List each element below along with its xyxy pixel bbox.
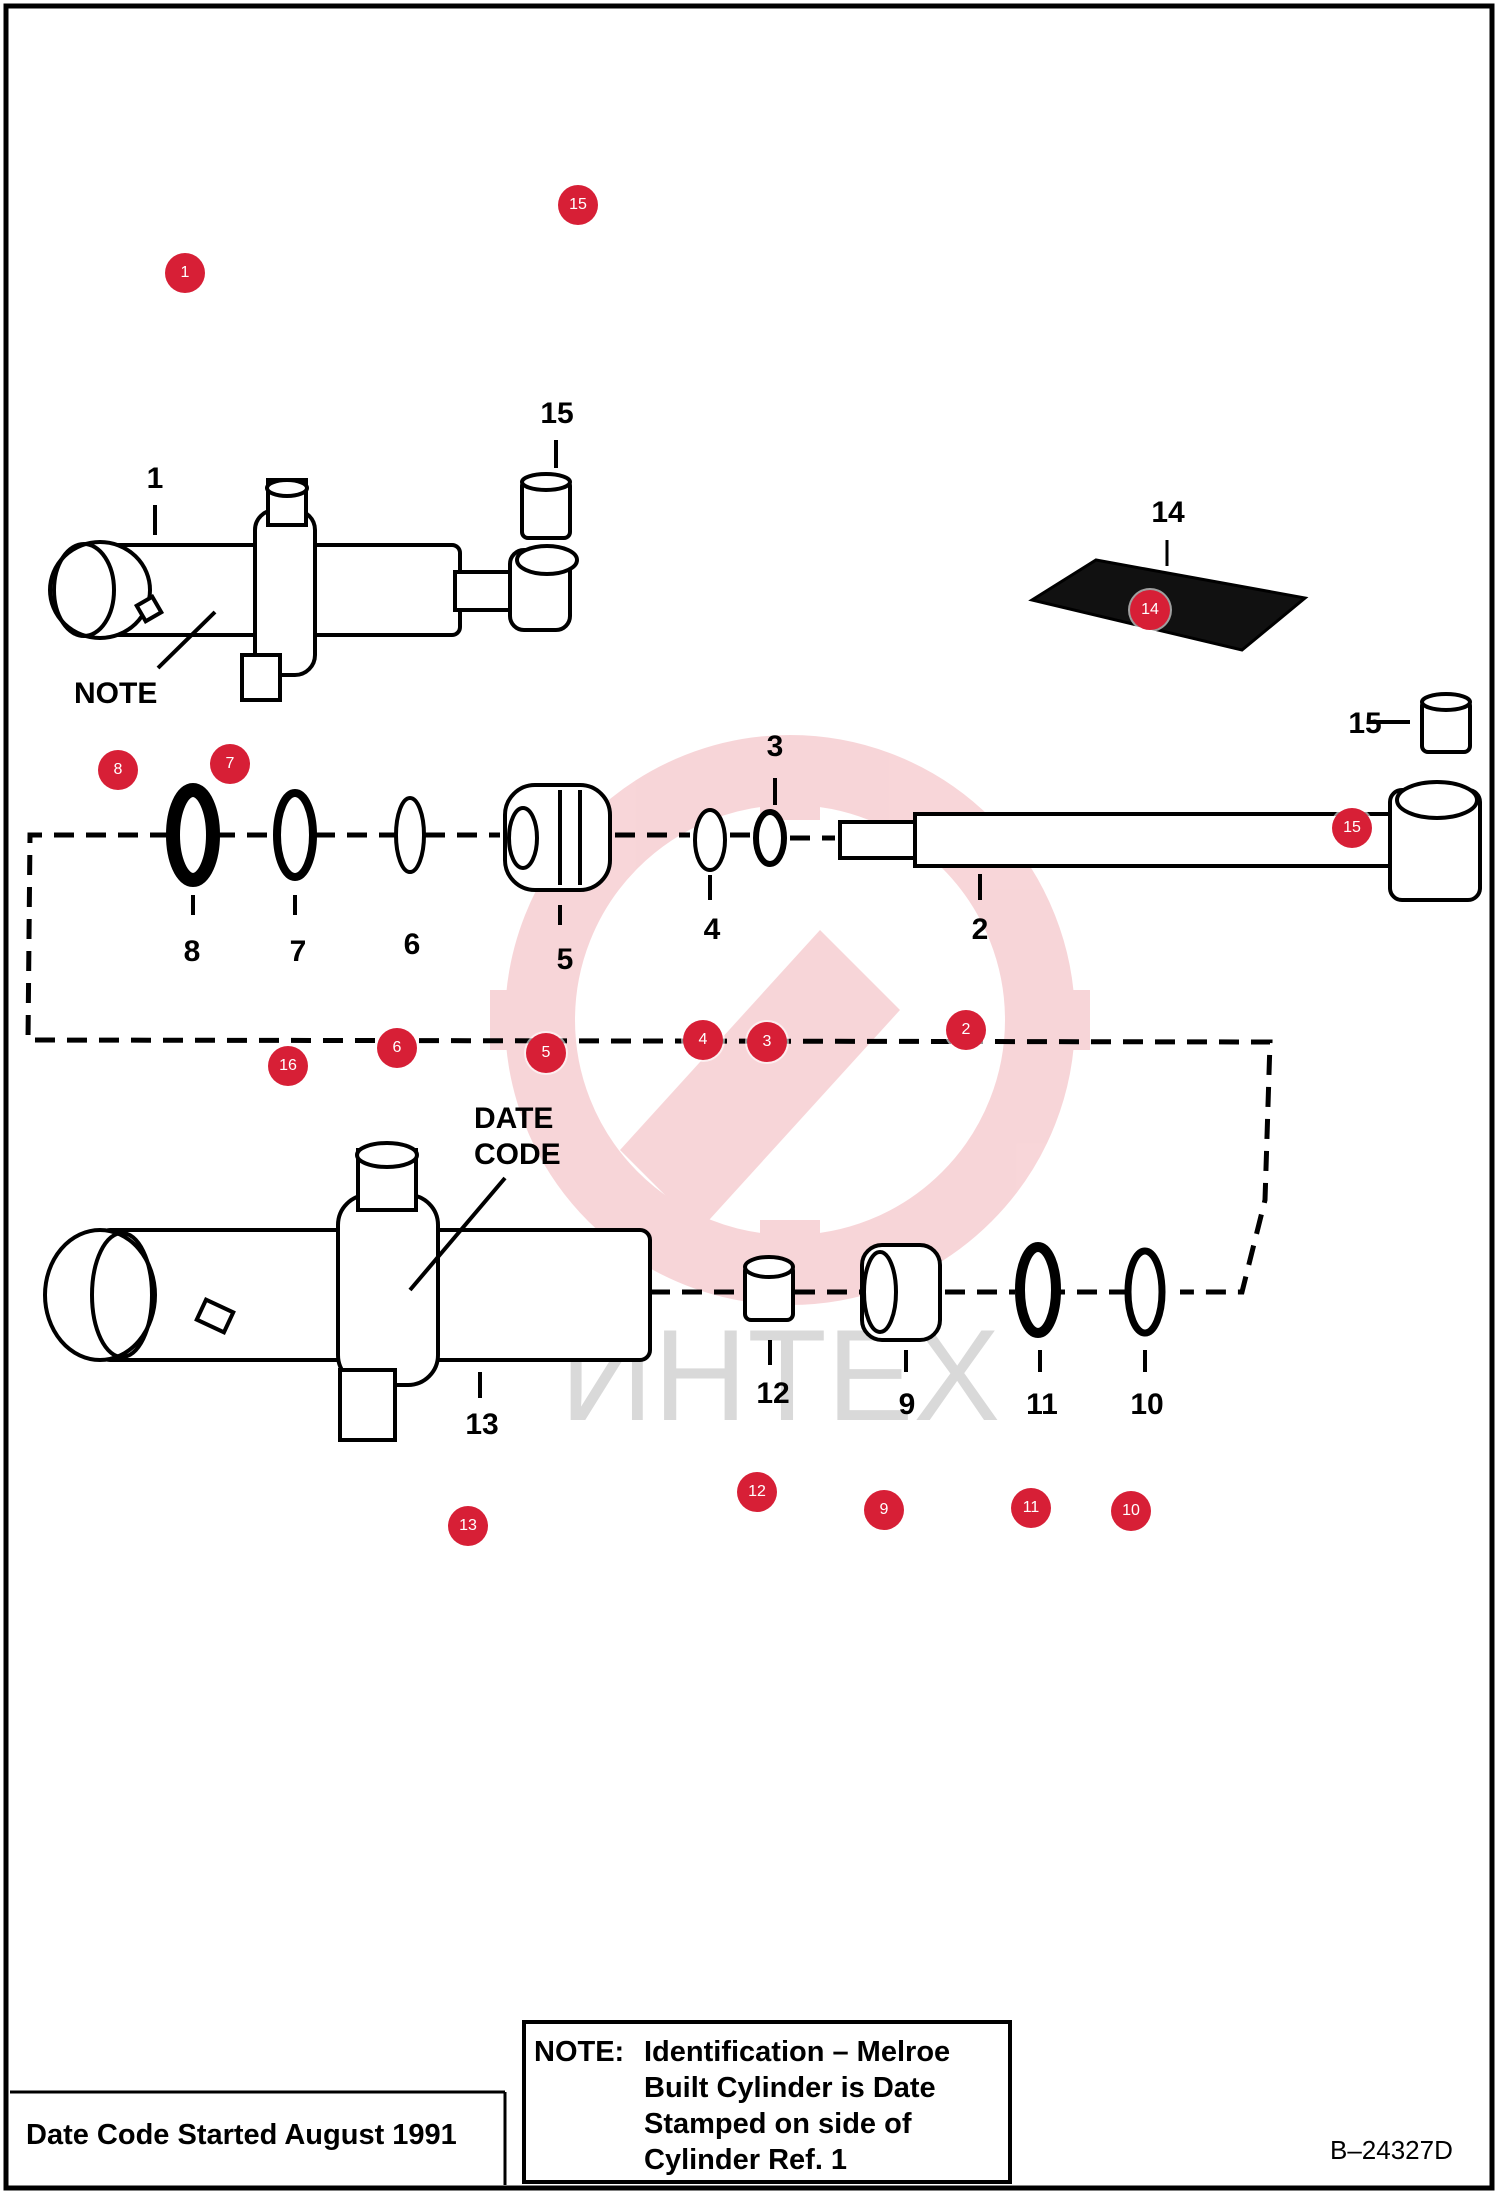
date-code-label: CODE xyxy=(474,1138,561,1171)
part-number-label: 3 xyxy=(766,730,784,763)
bushing-upper xyxy=(153,440,572,540)
hotspot-2[interactable]: 2 xyxy=(946,1010,986,1050)
note-line: Identification – Melroe xyxy=(644,2036,951,2068)
part-number-label: 11 xyxy=(1026,1388,1058,1421)
seal-row-lower xyxy=(743,1242,1166,1372)
hotspot-9[interactable]: 9 xyxy=(864,1490,904,1530)
hotspot-14[interactable]: 14 xyxy=(1130,590,1170,630)
seal-row-upper xyxy=(166,778,787,925)
assembly-path xyxy=(25,832,1273,1295)
hotspot-16[interactable]: 16 xyxy=(268,1046,308,1086)
hotspot-13[interactable]: 13 xyxy=(448,1506,488,1546)
hotspot-6[interactable]: 6 xyxy=(377,1028,417,1068)
hotspot-10[interactable]: 10 xyxy=(1111,1491,1151,1531)
note-line: Stamped on side of xyxy=(644,2108,912,2140)
hotspot-5[interactable]: 5 xyxy=(526,1033,566,1073)
drawing-id: B–24327D xyxy=(1330,2135,1453,2165)
part-number-label: 5 xyxy=(556,943,574,976)
bushing-right xyxy=(1370,692,1472,754)
part-number-label: 1 xyxy=(146,462,164,495)
hotspot-15[interactable]: 15 xyxy=(558,185,598,225)
seal-kit xyxy=(1028,540,1309,652)
part-number-label: 8 xyxy=(183,935,201,968)
piston-rod xyxy=(838,780,1482,902)
note-prefix: NOTE: xyxy=(534,2036,625,2068)
identification-note-box: NOTE: Identification – Melroe Built Cyli… xyxy=(522,2020,1012,2184)
hotspot-1[interactable]: 1 xyxy=(165,253,205,293)
hotspot-4[interactable]: 4 xyxy=(683,1020,723,1060)
part-number-label: 7 xyxy=(289,935,307,968)
note-line: Built Cylinder is Date xyxy=(644,2072,936,2104)
part-number-label: 13 xyxy=(465,1408,499,1441)
hotspot-8[interactable]: 8 xyxy=(98,750,138,790)
page-frame xyxy=(3,3,1495,2191)
hotspot-11[interactable]: 11 xyxy=(1011,1488,1051,1528)
date-code-footer: Date Code Started August 1991 xyxy=(26,2119,457,2151)
cylinder-assembly-upper xyxy=(48,478,579,702)
part-number-label: 2 xyxy=(971,913,989,946)
hotspot-7[interactable]: 7 xyxy=(210,744,250,784)
part-number-label: 6 xyxy=(403,928,421,961)
part-number-label: 15 xyxy=(540,397,574,430)
cylinder-barrel-lower xyxy=(43,1141,652,1442)
note-callout: NOTE xyxy=(74,677,158,710)
part-number-label: 4 xyxy=(703,913,721,946)
part-number-label: 9 xyxy=(898,1388,916,1421)
footer-rules xyxy=(10,2090,507,2185)
hotspot-12[interactable]: 12 xyxy=(737,1472,777,1512)
hotspot-3[interactable]: 3 xyxy=(747,1022,787,1062)
note-line: Cylinder Ref. 1 xyxy=(644,2144,848,2176)
hotspot-15[interactable]: 15 xyxy=(1332,808,1372,848)
part-number-label: 12 xyxy=(756,1377,790,1410)
part-number-label: 10 xyxy=(1130,1388,1164,1421)
part-number-label: 14 xyxy=(1151,496,1185,529)
date-code-label: DATE xyxy=(474,1102,554,1135)
part-number-label: 15 xyxy=(1348,707,1382,740)
